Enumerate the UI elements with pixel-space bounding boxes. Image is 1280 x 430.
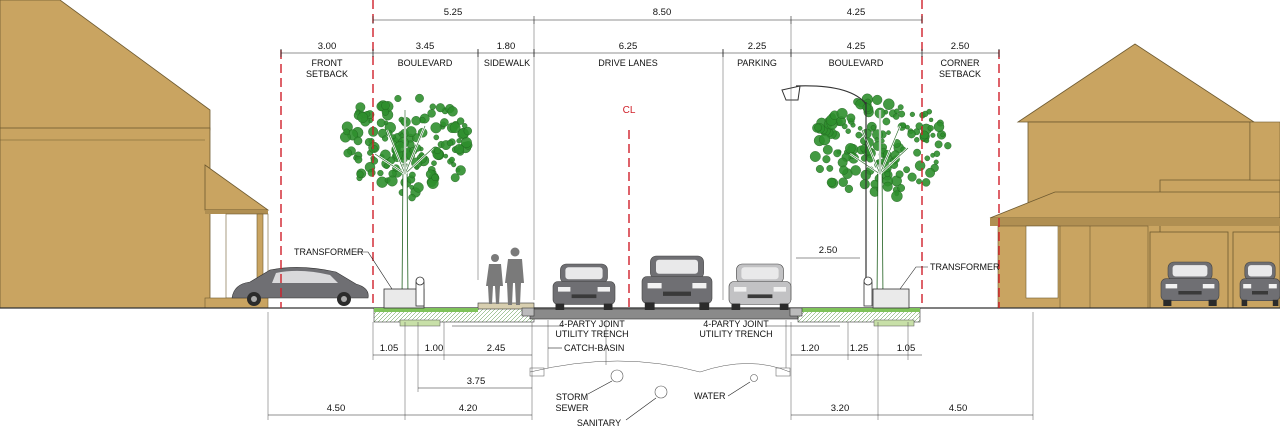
callouts: TRANSFORMER TRANSFORMER 2.50 4-PARTY JOI… (294, 245, 1000, 428)
left-house (0, 0, 270, 309)
label-front-setback-line1: FRONT (312, 58, 343, 68)
zone-width-corner-setback: 2.50 (951, 41, 970, 52)
bottom-dim-320: 3.20 (831, 403, 850, 414)
dim-left-rw: 5.25 (444, 7, 463, 18)
left-tree (339, 93, 473, 301)
storm-sewer-line2: SEWER (555, 403, 589, 413)
bottom-dim-450-right: 4.50 (949, 403, 968, 414)
bottom-dim-375: 3.75 (467, 376, 486, 387)
transformer-right-label: TRANSFORMER (930, 262, 1000, 272)
label-corner-setback-line1: CORNER (940, 58, 980, 68)
right-house (989, 43, 1280, 309)
zone-width-boulevard-left: 3.45 (416, 41, 435, 52)
bottom-dim-245: 2.45 (487, 343, 506, 354)
storm-sewer-line1: STORM (556, 392, 588, 402)
zone-width-drive-lanes: 6.25 (619, 41, 638, 52)
zone-width-boulevard-right: 4.25 (847, 41, 866, 52)
label-corner-setback-line2: SETBACK (939, 69, 981, 79)
bottom-dim-100: 1.00 (425, 343, 444, 354)
label-parking: PARKING (737, 58, 777, 68)
centerline-label: CL (623, 105, 636, 116)
bottom-dim-120: 1.20 (801, 343, 820, 354)
label-sidewalk: SIDEWALK (484, 58, 530, 68)
dim-right-rw: 4.25 (847, 7, 866, 18)
hydrant-right (863, 276, 873, 307)
car-garage-1 (1160, 261, 1220, 306)
bottom-dim-105-right: 1.05 (897, 343, 916, 354)
top-dimensions: 5.25 8.50 4.25 3.00 3.45 1.80 6.25 2.25 … (280, 7, 1000, 300)
water-label: WATER (694, 391, 726, 401)
light-offset-dimension: 2.50 (819, 245, 838, 256)
zone-width-front-setback: 3.00 (318, 41, 337, 52)
bottom-dim-125: 1.25 (850, 343, 869, 354)
bottom-dim-450-left: 4.50 (327, 403, 346, 414)
car-drive-lane-2 (641, 255, 713, 310)
bottom-dim-420: 4.20 (459, 403, 478, 414)
label-boulevard-right: BOULEVARD (829, 58, 884, 68)
car-garage-2 (1239, 261, 1280, 306)
property-and-centre-lines (280, 0, 1000, 308)
label-front-setback-line2: SETBACK (306, 69, 348, 79)
trench-right-line1: 4-PARTY JOINT (703, 319, 769, 329)
sanitary-label: SANITARY (577, 418, 621, 428)
catch-basin-label: CATCH-BASIN (564, 343, 624, 353)
ground (0, 302, 1280, 327)
zone-width-sidewalk: 1.80 (497, 41, 516, 52)
trench-right-line2: UTILITY TRENCH (699, 329, 772, 339)
dim-center-rw: 8.50 (653, 7, 672, 18)
right-tree (809, 93, 952, 301)
transformer-right (872, 288, 910, 309)
pedestrian-couple (486, 247, 524, 305)
bottom-dimensions: 1.05 1.00 2.45 3.75 4.50 4.20 1.20 1.25 … (267, 312, 1034, 420)
trench-left-line2: UTILITY TRENCH (555, 329, 628, 339)
label-boulevard-left: BOULEVARD (398, 58, 453, 68)
transformer-left-label: TRANSFORMER (294, 247, 364, 257)
car-parking-lane (728, 263, 792, 310)
hydrant-left (415, 276, 425, 307)
car-drive-lane-1 (552, 263, 616, 310)
bottom-dim-105-left: 1.05 (380, 343, 399, 354)
label-drive-lanes: DRIVE LANES (598, 58, 658, 68)
car-driveway-left (231, 267, 369, 306)
zone-width-parking: 2.25 (748, 41, 767, 52)
trench-left-line1: 4-PARTY JOINT (559, 319, 625, 329)
